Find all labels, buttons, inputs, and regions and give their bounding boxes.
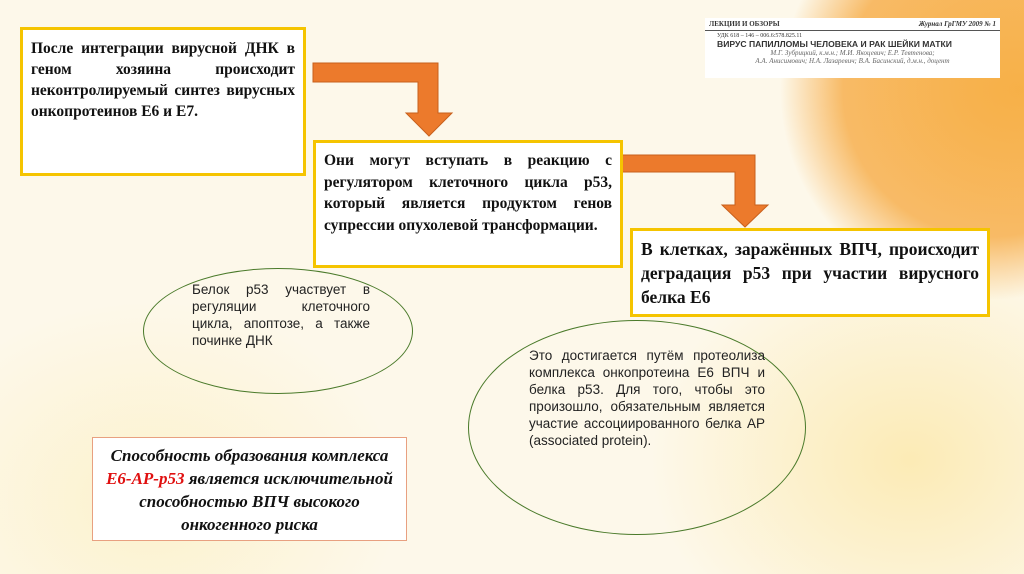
box-e6-ap-p53: Способность образования комплекса Е6-АР-… xyxy=(92,437,407,541)
journal-authors-1: М.Г. Зубрицкий, к.м.н.; М.И. Якоцевич; Е… xyxy=(770,49,935,57)
box-p53-degradation: В клетках, заражённых ВПЧ, происходит де… xyxy=(630,228,990,317)
journal-authors-2: А.А. Анисимович; Н.А. Лазаревич; В.А. Ба… xyxy=(755,57,950,65)
ellipse-proteolysis: Это достигается путём протеолиза комплек… xyxy=(468,320,806,535)
journal-section: ЛЕКЦИИ И ОБЗОРЫ xyxy=(709,20,780,28)
arrow-2-shape xyxy=(621,154,770,228)
box-p53-reaction: Они могут вступать в реакцию с регулятор… xyxy=(313,140,623,268)
journal-udk: УДК 618 – 146 – 006.6:578.825.11 xyxy=(717,33,803,39)
box-viral-integration: После интеграции вирусной ДНК в геном хо… xyxy=(20,27,306,176)
box4-text-2: является исключительной способностью ВПЧ… xyxy=(139,469,393,534)
journal-header-image: ЛЕКЦИИ И ОБЗОРЫ Журнал ГрГМУ 2009 № 1 УД… xyxy=(705,18,1000,78)
ellipse-p53-function-text: Белок р53 участвует в регуляции клеточно… xyxy=(192,282,370,348)
e6-ap-p53-highlight: Е6-АР-р53 xyxy=(106,469,185,488)
arrow-1-shape xyxy=(312,62,454,137)
ellipse-proteolysis-text: Это достигается путём протеолиза комплек… xyxy=(529,348,765,448)
ellipse-p53-function: Белок р53 участвует в регуляции клеточно… xyxy=(143,268,413,394)
box4-text-1: Способность образования комплекса xyxy=(110,446,389,465)
journal-title: ВИРУС ПАПИЛЛОМЫ ЧЕЛОВЕКА И РАК ШЕЙКИ МАТ… xyxy=(717,39,952,49)
journal-name: Журнал ГрГМУ 2009 № 1 xyxy=(918,20,996,28)
